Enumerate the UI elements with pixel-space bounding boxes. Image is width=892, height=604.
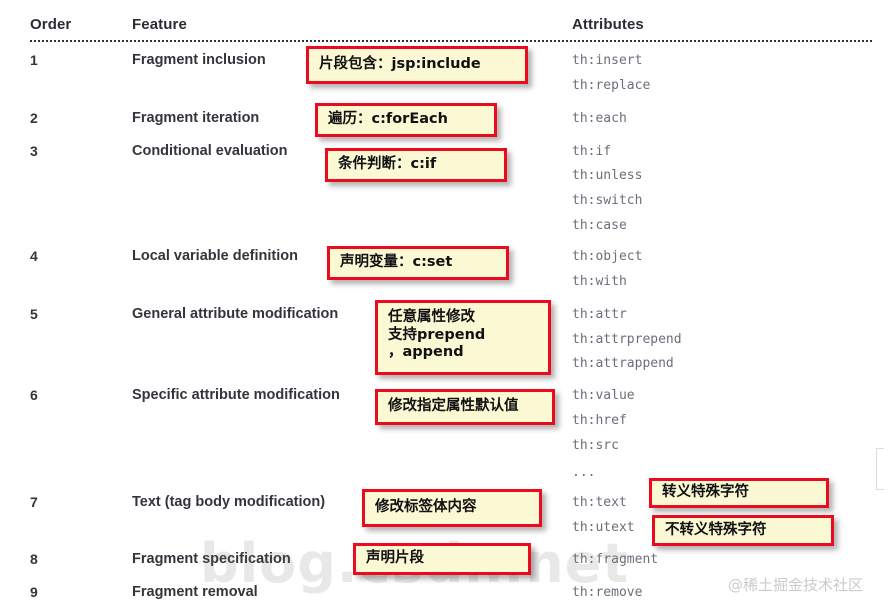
attribute-item: th:switch: [572, 193, 643, 208]
attribute-item: th:remove: [572, 585, 643, 600]
table-row-order: 6: [30, 387, 38, 403]
attribute-item: th:case: [572, 218, 627, 233]
attribute-item: th:each: [572, 111, 627, 126]
attribute-item: th:value: [572, 388, 635, 403]
annotation-text: 修改指定属性默认值: [388, 398, 519, 415]
annotation-text: 条件判断：c:if: [338, 156, 437, 173]
header-divider: [30, 40, 872, 42]
table-row-feature: Text (tag body modification): [132, 494, 326, 510]
attribute-item: th:href: [572, 413, 627, 428]
annotation-text: 不转义特殊字符: [665, 521, 767, 538]
table-row-order: 4: [30, 248, 38, 264]
annotation-callout-conditional-evaluation: 条件判断：c:if: [325, 148, 507, 182]
attribute-item-ellipsis: ...: [572, 465, 596, 480]
annotation-callout-general-attribute: 任意属性修改 支持prepend ，append: [375, 300, 551, 375]
watermark-corner: @稀土掘金技术社区: [728, 576, 864, 594]
column-header-attributes: Attributes: [572, 16, 644, 33]
table-row-order: 8: [30, 551, 38, 567]
attribute-item: th:src: [572, 438, 619, 453]
attribute-item: th:attrprepend: [572, 332, 682, 347]
attribute-item: th:text: [572, 495, 627, 510]
annotation-callout-fragment-iteration: 遍历：c:forEach: [315, 103, 497, 137]
table-row-feature: Fragment iteration: [132, 110, 260, 126]
annotation-text: 任意属性修改 支持prepend ，append: [388, 309, 486, 361]
attribute-item: th:with: [572, 274, 627, 289]
annotation-text: 遍历：c:forEach: [328, 111, 448, 128]
table-row-order: 3: [30, 143, 38, 159]
table-row-feature: Conditional evaluation: [132, 143, 288, 159]
table-row-feature: Fragment removal: [132, 584, 258, 600]
attribute-item: th:object: [572, 249, 643, 264]
table-row-feature: Local variable definition: [132, 248, 298, 264]
annotation-text: 转义特殊字符: [662, 484, 749, 501]
table-row-order: 1: [30, 52, 38, 68]
annotation-text: 声明片段: [366, 550, 424, 567]
annotation-callout-escape: 转义特殊字符: [649, 478, 829, 508]
attribute-item: th:utext: [572, 520, 635, 535]
table-row-feature: General attribute modification: [132, 306, 339, 322]
annotation-text: 修改标签体内容: [375, 499, 477, 516]
annotation-callout-text-body: 修改标签体内容: [362, 489, 542, 527]
attribute-item: th:attr: [572, 307, 627, 322]
table-row-order: 7: [30, 494, 38, 510]
table-row-order: 2: [30, 110, 38, 126]
annotation-callout-local-variable: 声明变量：c:set: [327, 246, 509, 280]
attribute-item: th:replace: [572, 78, 651, 93]
table-row-order: 9: [30, 584, 38, 600]
table-row-feature: Fragment inclusion: [132, 52, 266, 68]
annotation-callout-fragment-inclusion: 片段包含：jsp:include: [306, 46, 528, 84]
table-row-order: 5: [30, 306, 38, 322]
attribute-item: th:attrappend: [572, 356, 674, 371]
attribute-item: th:if: [572, 144, 612, 159]
annotation-text: 片段包含：jsp:include: [319, 56, 481, 73]
annotation-callout-specific-attribute: 修改指定属性默认值: [375, 389, 555, 425]
annotation-text: 声明变量：c:set: [340, 254, 453, 271]
column-header-feature: Feature: [132, 16, 187, 33]
attribute-item: th:insert: [572, 53, 643, 68]
scrollbar-thumb[interactable]: [876, 448, 884, 490]
attribute-item: th:fragment: [572, 552, 659, 567]
annotation-callout-no-escape: 不转义特殊字符: [652, 515, 834, 546]
annotation-callout-fragment-specification: 声明片段: [353, 543, 531, 575]
table-row-feature: Specific attribute modification: [132, 387, 340, 403]
table-row-feature: Fragment specification: [132, 551, 291, 567]
attribute-item: th:unless: [572, 168, 643, 183]
column-header-order: Order: [30, 16, 72, 33]
